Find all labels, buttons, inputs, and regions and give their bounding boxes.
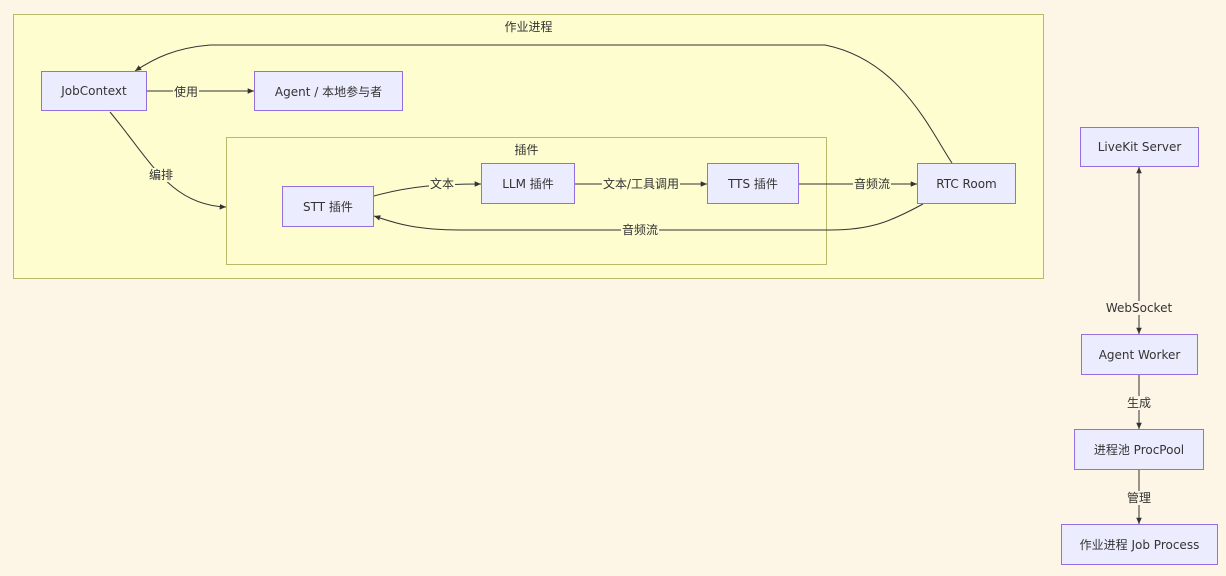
tts-plugin-node: TTS 插件: [707, 163, 799, 204]
edge-label-text: 文本: [428, 177, 456, 191]
edge-label-uses: 使用: [172, 85, 200, 99]
edge-label-audio-in: 音频流: [620, 223, 660, 237]
agent-worker-node: Agent Worker: [1081, 334, 1198, 375]
edge-label-websocket: WebSocket: [1104, 301, 1174, 315]
edge-label-audio-out: 音频流: [852, 177, 892, 191]
proc-pool-node: 进程池 ProcPool: [1074, 429, 1204, 470]
edge-label-manages: 管理: [1125, 491, 1153, 505]
agent-local-participant-node: Agent / 本地参与者: [254, 71, 403, 111]
job-process-node: 作业进程 Job Process: [1061, 524, 1218, 565]
edge-rtc-jobcontext: [134, 44, 953, 164]
edge-jobcontext-plugins: [109, 111, 227, 210]
job-context-node: JobContext: [41, 71, 147, 111]
edge-label-orchestrates: 编排: [147, 168, 175, 182]
edge-label-spawns: 生成: [1125, 396, 1153, 410]
plugins-cluster-title: 插件: [514, 143, 539, 157]
job-process-cluster-title: 作业进程: [504, 20, 553, 34]
llm-plugin-node: LLM 插件: [481, 163, 575, 204]
stt-plugin-node: STT 插件: [282, 186, 374, 227]
edge-stt-llm: [373, 181, 482, 197]
rtc-room-node: RTC Room: [917, 163, 1016, 204]
edge-label-text-tool-call: 文本/工具调用: [601, 177, 681, 191]
livekit-server-node: LiveKit Server: [1080, 127, 1199, 167]
